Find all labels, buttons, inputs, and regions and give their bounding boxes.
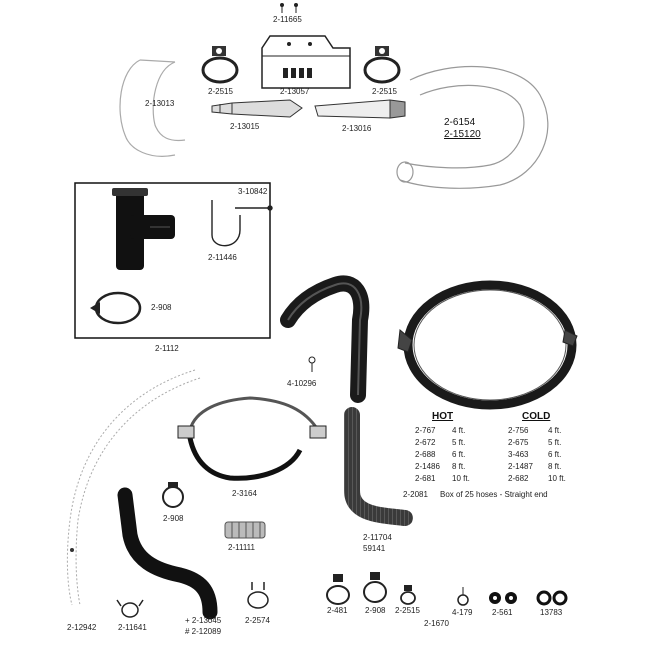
table-row-hot-code: 2-681 [415,474,436,483]
table-row-hot-len: 5 ft. [452,438,466,447]
coiled-hose-icon [397,280,578,410]
table-row-cold-len: 5 ft. [548,438,562,447]
table-row-cold-code: 2-675 [508,438,529,447]
hook-label: 2-11446 [208,253,237,262]
s-hose-icon [117,487,218,620]
box-clamp-label: 2-908 [151,303,172,312]
inset-box [74,182,271,339]
bracket-icon [261,35,351,89]
short-hose-label: 2-3164 [232,489,257,498]
table-row-hot-code: 2-767 [415,426,436,435]
box-note-code: 2-2081 [403,490,428,499]
left-clamp-label: 2-2515 [208,87,233,96]
right-clamp-label: 2-2515 [372,87,397,96]
s-hose-label-a: + 2-13045 [185,616,222,625]
box-clamp-icon [90,291,142,325]
fitting-left-icon [211,99,303,118]
bent-hose-upper-icon [280,275,370,403]
hook-clip-icon [211,200,273,247]
table-row-cold-code: 2-756 [508,426,529,435]
right-elbow-icon [396,65,549,189]
nut-icon [489,592,517,604]
clamp-mid-label: 2-908 [163,514,184,523]
hose-clamp-left-icon [201,46,239,84]
bracket-label: 2-13057 [280,87,310,96]
table-hot-header: HOT [432,411,454,422]
bottom-part-label: 2-561 [492,608,513,617]
right-elbow-label-b: 2-15120 [444,129,481,140]
bent-hose-label-a: 2-11704 [363,533,392,542]
long-tube-label: 2-12942 [67,623,97,632]
table-row-cold-len: 4 ft. [548,426,562,435]
wire-clamp-icon [247,582,269,609]
s-hose-label-b: # 2-12089 [185,627,222,636]
table-row-cold-len: 6 ft. [548,450,562,459]
bottom-part-label: 2-908 [365,606,386,615]
bottom-part-label: 2-2515 [395,606,420,615]
clamp-2-2515-icon [400,585,416,605]
table-row-hot-code: 2-1486 [415,462,440,471]
table-row-cold-code: 2-682 [508,474,529,483]
washer-icon [536,590,568,606]
top-clip-icon [280,3,298,13]
table-row-cold-len: 8 ft. [548,462,562,471]
spring-coupler-icon [224,521,266,539]
bottom-part-label: 2-1670 [424,619,449,628]
small-valve-label: 4-10296 [287,379,317,388]
tee-clip-label: 3-10842 [238,187,268,196]
table-row-hot-len: 8 ft. [452,462,466,471]
table-row-cold-code: 3-463 [508,450,529,459]
bent-hose-lower-icon [344,407,413,526]
table-row-cold-code: 2-1487 [508,462,533,471]
hose-clamp-right-icon [363,46,401,84]
tee-fitting-icon [112,188,175,270]
table-row-hot-code: 2-688 [415,450,436,459]
table-row-hot-code: 2-672 [415,438,436,447]
table-row-hot-len: 4 ft. [452,426,466,435]
left-elbow-icon [119,59,186,157]
long-tube-end-icon [70,548,74,552]
spring-clip-label: 2-11641 [118,623,147,632]
table-row-cold-len: 10 ft. [548,474,566,483]
table-row-hot-len: 6 ft. [452,450,466,459]
left-fitting-label: 2-13015 [230,122,260,131]
wire-clamp-label: 2-2574 [245,616,270,625]
box-note-text: Box of 25 hoses - Straight end [440,490,548,499]
clamp-mid-icon [162,482,184,508]
spring-coupler-label: 2-11111 [228,543,255,552]
short-hose-icon [177,396,327,481]
spring-clip-icon [116,599,144,618]
left-elbow-label: 2-13013 [145,99,175,108]
top-clip-label: 2-11665 [273,15,302,24]
clamp-2-908-icon [363,572,387,603]
right-elbow-label-a: 2-6154 [444,117,476,128]
fitting-right-icon [314,99,406,119]
bent-hose-label-b: 59141 [363,544,386,553]
bottom-part-label: 4-179 [452,608,473,617]
clamp-2-481-icon [326,574,350,605]
bottom-part-label: 13783 [540,608,563,617]
clamp-4-179-icon [457,587,469,606]
box-ref-label: 2-1112 [155,344,179,353]
table-cold-header: COLD [522,411,551,422]
table-row-hot-len: 10 ft. [452,474,470,483]
small-valve-icon [308,356,316,372]
right-fitting-label: 2-13016 [342,124,372,133]
bottom-part-label: 2-481 [327,606,348,615]
long-tube-icon [66,369,201,606]
